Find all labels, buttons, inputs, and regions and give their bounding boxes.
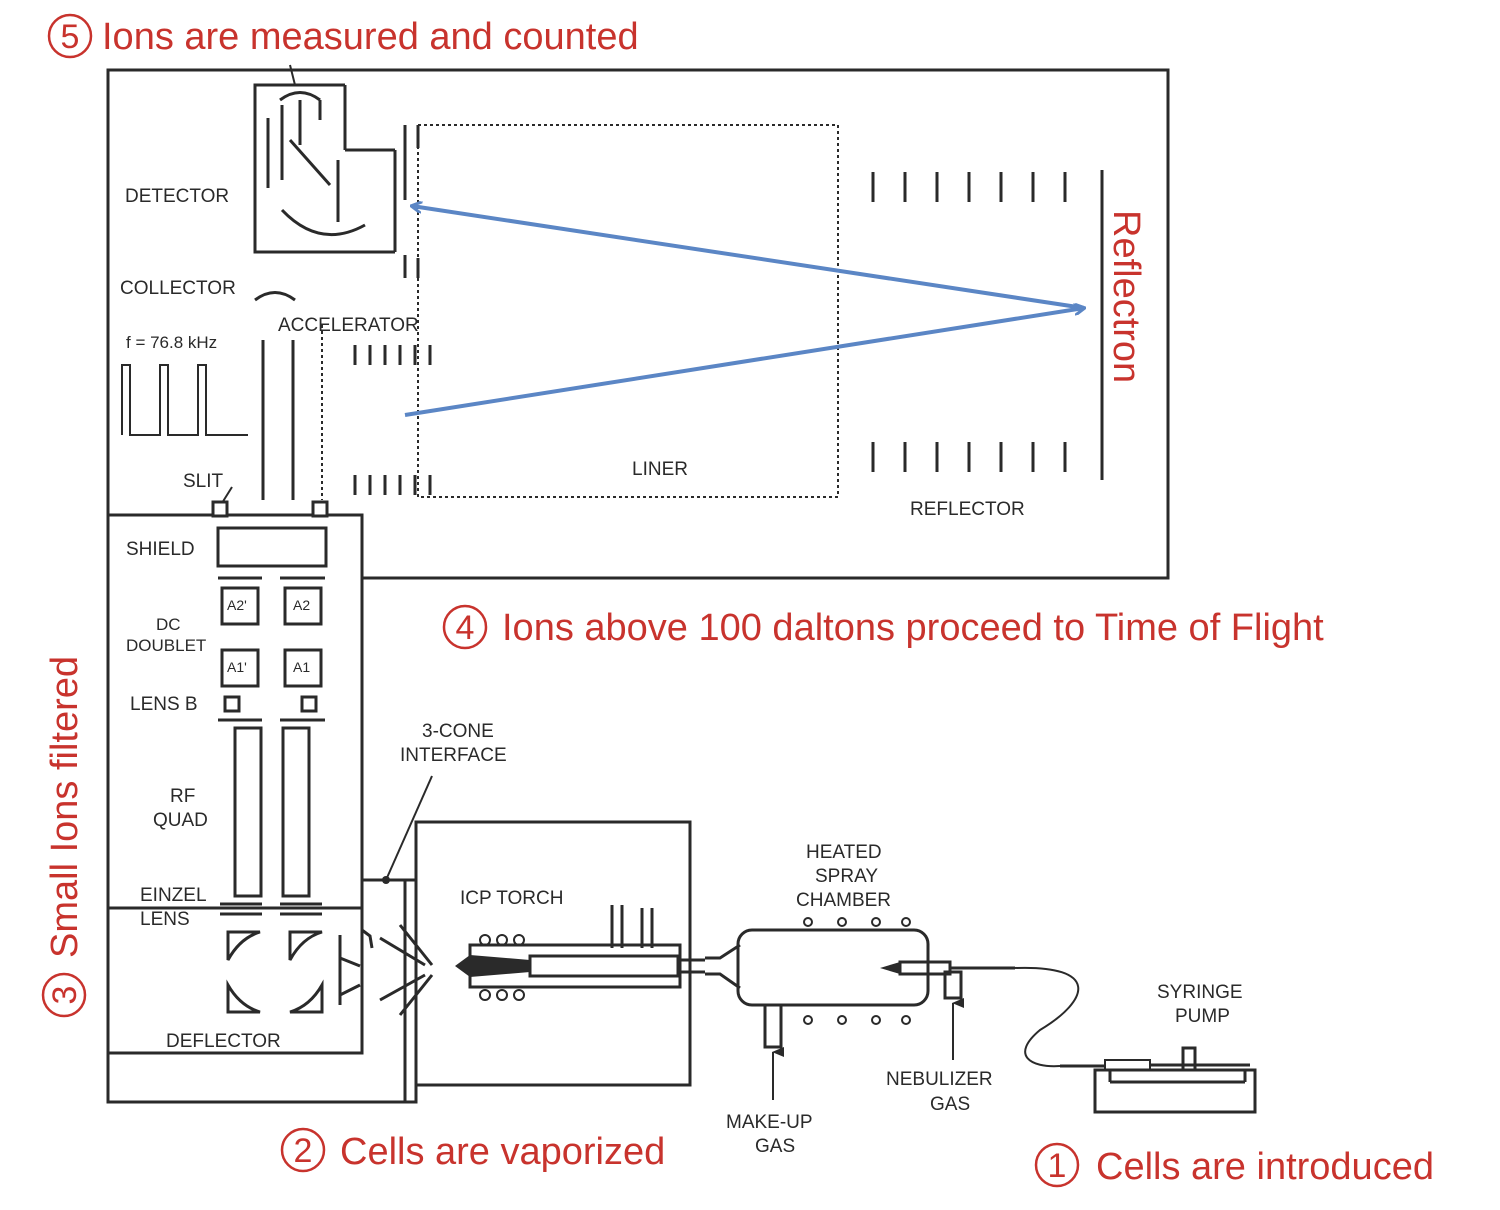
- label-quad: QUAD: [153, 810, 208, 831]
- icp-torch: [414, 820, 705, 1087]
- step-3: 3 Small Ions filtered: [41, 656, 87, 1018]
- three-cone-interface: [339, 775, 434, 1102]
- label-heated: HEATED: [806, 842, 882, 863]
- label-rf: RF: [170, 786, 195, 807]
- reflectron-label: Reflectron: [1105, 210, 1147, 383]
- ion-path: [404, 206, 1084, 417]
- step-4-number: 4: [456, 609, 475, 647]
- label-make-up: MAKE-UP: [726, 1112, 813, 1133]
- step-2: 2 Cells are vaporized: [280, 1127, 665, 1173]
- step-4: 4 Ions above 100 daltons proceed to Time…: [442, 604, 1324, 650]
- step-3-number: 3: [46, 986, 84, 1005]
- label-doublet: DOUBLET: [126, 636, 206, 655]
- label-nebulizer: NEBULIZER: [886, 1069, 993, 1090]
- step-5-text: Ions are measured and counted: [102, 16, 639, 58]
- label-detector: DETECTOR: [125, 186, 229, 207]
- label-spray: SPRAY: [815, 866, 878, 887]
- step-3-text: Small Ions filtered: [44, 656, 86, 958]
- label-deflector: DEFLECTOR: [166, 1031, 281, 1052]
- ion-optics-chamber: [106, 486, 418, 1104]
- step-1-text: Cells are introduced: [1096, 1146, 1434, 1188]
- spray-chamber: [705, 917, 1015, 1100]
- reflector: [871, 170, 1104, 480]
- pulse-waveform: [121, 364, 248, 436]
- label-a2: A2: [293, 597, 310, 613]
- step-2-text: Cells are vaporized: [340, 1131, 665, 1173]
- step-4-text: Ions above 100 daltons proceed to Time o…: [502, 607, 1324, 649]
- label-liner: LINER: [632, 459, 688, 480]
- label-collector: COLLECTOR: [120, 278, 236, 299]
- label-icp-torch: ICP TORCH: [460, 888, 563, 909]
- label-einzel: EINZEL: [140, 885, 207, 906]
- detector: [253, 64, 420, 278]
- label-interface: INTERFACE: [400, 745, 507, 766]
- label-lens: LENS: [140, 909, 190, 930]
- label-slit: SLIT: [183, 471, 224, 492]
- step-5-number: 5: [61, 18, 80, 56]
- label-lens-b: LENS B: [130, 694, 198, 715]
- label-accelerator: ACCELERATOR: [278, 315, 419, 336]
- syringe-pump: [1014, 966, 1257, 1114]
- label-3-cone: 3-CONE: [422, 721, 494, 742]
- step-1: 1 Cells are introduced: [1034, 1142, 1434, 1188]
- label-a1: A1: [293, 659, 310, 675]
- label-dc: DC: [156, 615, 181, 634]
- step-1-number: 1: [1048, 1147, 1067, 1185]
- label-a2-prime: A2': [227, 597, 247, 613]
- label-reflector: REFLECTOR: [910, 499, 1025, 520]
- label-chamber: CHAMBER: [796, 890, 891, 911]
- step-5: 5 Ions are measured and counted: [47, 13, 639, 59]
- collector: [254, 291, 296, 302]
- label-pump: PUMP: [1175, 1006, 1230, 1027]
- label-a1-prime: A1': [227, 659, 247, 675]
- label-frequency: f = 76.8 kHz: [126, 333, 217, 352]
- liner: [417, 124, 839, 498]
- accelerator: [261, 325, 432, 500]
- label-syringe: SYRINGE: [1157, 982, 1243, 1003]
- label-nebulizer-gas: GAS: [930, 1094, 970, 1115]
- step-2-number: 2: [294, 1132, 313, 1170]
- label-shield: SHIELD: [126, 539, 195, 560]
- label-make-up-gas: GAS: [755, 1136, 795, 1157]
